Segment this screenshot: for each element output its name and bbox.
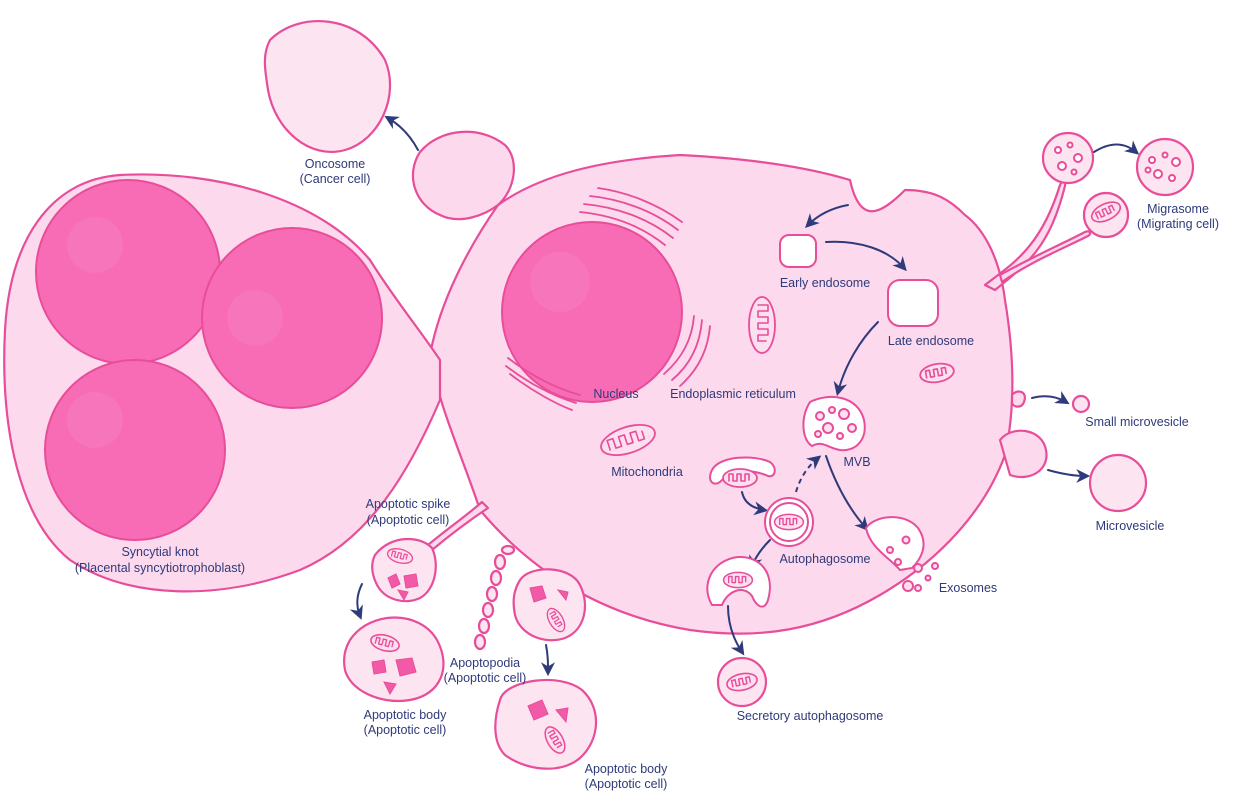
label-oncosome: Oncosome xyxy=(305,157,365,171)
label-apoptotic-body-2: Apoptotic body xyxy=(585,762,668,776)
syncytial-nucleolus-3 xyxy=(67,392,123,448)
syncytial-nucleolus-2 xyxy=(227,290,283,346)
small-microvesicle-arrow xyxy=(1032,396,1066,402)
label-late-endosome: Late endosome xyxy=(888,334,974,348)
mitochondrion-2 xyxy=(749,297,775,353)
label-small-microvesicle: Small microvesicle xyxy=(1085,415,1189,429)
oncosome-vesicle xyxy=(265,21,390,152)
mvb xyxy=(803,397,864,450)
early-endosome xyxy=(780,235,816,267)
label-apoptopodia-source: (Apoptotic cell) xyxy=(444,671,527,685)
label-apoptotic-spike: Apoptotic spike xyxy=(366,497,451,511)
microvesicle-arrow xyxy=(1048,470,1086,476)
phagophore-mitochondrion xyxy=(723,469,757,487)
label-apoptotic-body-1-source: (Apoptotic cell) xyxy=(364,723,447,737)
label-er: Endoplasmic reticulum xyxy=(670,387,796,401)
label-mvb: MVB xyxy=(843,455,870,469)
apoptotic-spike-fragment-2 xyxy=(404,574,418,588)
label-apoptopodia: Apoptopodia xyxy=(450,656,520,670)
autophagosome-mitochondrion xyxy=(775,514,804,529)
label-syncytial-source: (Placental syncytiotrophoblast) xyxy=(75,561,245,575)
label-apoptotic-body-1: Apoptotic body xyxy=(364,708,447,722)
apoptotic-cell-2 xyxy=(514,569,585,640)
label-migrasome: Migrasome xyxy=(1147,202,1209,216)
nucleus xyxy=(502,222,682,402)
small-microvesicle xyxy=(1073,396,1089,412)
syncytial-nucleolus-1 xyxy=(67,217,123,273)
syncytial-nucleus-1 xyxy=(36,180,220,364)
label-oncosome-source: (Cancer cell) xyxy=(300,172,371,186)
migrasome-arrow xyxy=(1094,145,1136,153)
label-apoptotic-body-2-source: (Apoptotic cell) xyxy=(585,777,668,791)
microvesicle-bud xyxy=(1000,431,1047,477)
nucleolus xyxy=(530,252,590,312)
label-early-endosome: Early endosome xyxy=(780,276,870,290)
label-secretory-autophagosome: Secretory autophagosome xyxy=(737,709,884,723)
late-endosome xyxy=(888,280,938,326)
label-mitochondria: Mitochondria xyxy=(611,465,683,479)
apoptotic-body-1-fragment-1 xyxy=(372,660,386,674)
small-microvesicle-bud xyxy=(1012,391,1025,406)
apoptopodia-beads xyxy=(475,546,514,649)
label-nucleus: Nucleus xyxy=(593,387,638,401)
label-apoptotic-spike-source: (Apoptotic cell) xyxy=(367,513,450,527)
migrasome-bud-top xyxy=(1043,133,1093,183)
secretory-pocket-mitochondrion xyxy=(724,572,753,587)
migrasome xyxy=(1137,139,1193,195)
apoptotic-spike-arrow xyxy=(357,584,362,616)
oncosome-arrow xyxy=(388,118,418,150)
microvesicle xyxy=(1090,455,1146,511)
syncytial-nucleus-3 xyxy=(45,360,225,540)
apoptotic-body-2 xyxy=(495,680,596,769)
label-migrasome-source: (Migrating cell) xyxy=(1137,217,1219,231)
label-syncytial-knot: Syncytial knot xyxy=(121,545,199,559)
label-exosomes: Exosomes xyxy=(939,581,997,595)
apoptotic-cell-2-arrow xyxy=(546,645,548,672)
label-autophagosome: Autophagosome xyxy=(779,552,870,566)
label-microvesicle: Microvesicle xyxy=(1096,519,1165,533)
